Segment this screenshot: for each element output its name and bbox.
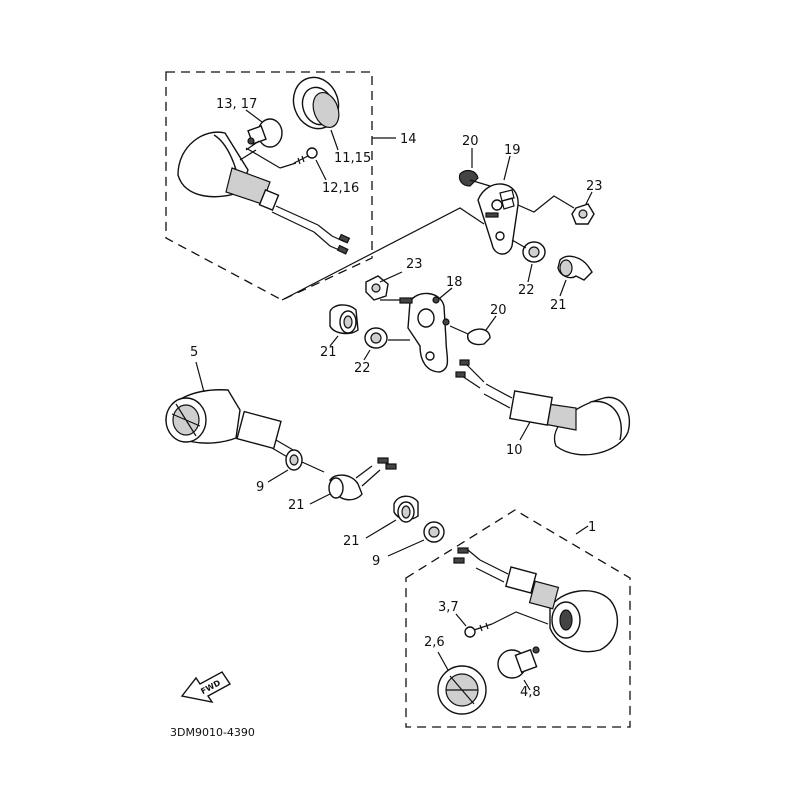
callout-21-center-left: 21	[320, 345, 337, 360]
screw-part-lower	[464, 611, 549, 638]
callout-22-center: 22	[354, 361, 371, 376]
group-box-1	[405, 509, 631, 728]
callout-10: 10	[506, 443, 523, 458]
nut-22-center	[364, 327, 410, 349]
nut-23-upper	[517, 195, 595, 225]
turn-signal-5	[165, 389, 301, 463]
grommet-21-center-left	[329, 304, 359, 335]
lens-ring-part	[292, 76, 340, 130]
nut-9-left	[285, 449, 325, 473]
grommet-21-lower	[393, 495, 419, 523]
nut-22-upper	[511, 239, 546, 263]
callout-9-left: 9	[256, 480, 264, 495]
lens-part	[437, 665, 487, 715]
turn-signal-upper-left	[177, 131, 351, 255]
callout-13-17: 13, 17	[216, 97, 257, 112]
callout-20-upper: 20	[462, 134, 479, 149]
screw-part-upper	[293, 147, 318, 165]
bracket-18	[380, 292, 450, 373]
bulb-part	[245, 118, 283, 151]
callout-22-upper: 22	[518, 283, 535, 298]
callout-2-6: 2,6	[424, 635, 445, 650]
turn-signal-10	[455, 359, 631, 456]
nut-23-center	[365, 275, 389, 301]
callout-4-8: 4,8	[520, 685, 541, 700]
turn-signal-1	[453, 547, 619, 653]
nut-9-lower	[423, 521, 445, 543]
callout-23-upper: 23	[586, 179, 603, 194]
grommet-21-upper-right	[557, 255, 593, 281]
callout-23-center: 23	[406, 257, 423, 272]
fwd-arrow-icon: FWD	[180, 671, 232, 704]
callout-19: 19	[504, 143, 521, 158]
callout-14: 14	[400, 132, 417, 147]
diagram-code: 3DM9010-4390	[170, 726, 255, 739]
callout-20-center: 20	[490, 303, 507, 318]
callout-11-15: 11,15	[334, 151, 371, 166]
callout-9-lower: 9	[372, 554, 380, 569]
callout-21-upper-right: 21	[550, 298, 567, 313]
callout-1: 1	[588, 520, 596, 535]
cap-nut-20-center	[449, 325, 491, 346]
bracket-19	[477, 183, 519, 255]
callout-18: 18	[446, 275, 463, 290]
group-box-14	[165, 71, 373, 301]
grommet-21-elbow	[328, 457, 397, 501]
callout-12-16: 12,16	[322, 181, 359, 196]
callout-3-7: 3,7	[438, 600, 459, 615]
bulb-part-lower	[497, 646, 540, 679]
callout-5: 5	[190, 345, 198, 360]
callout-21-elbow: 21	[288, 498, 305, 513]
callout-21-lower: 21	[343, 534, 360, 549]
cap-nut-20-upper	[458, 169, 491, 187]
